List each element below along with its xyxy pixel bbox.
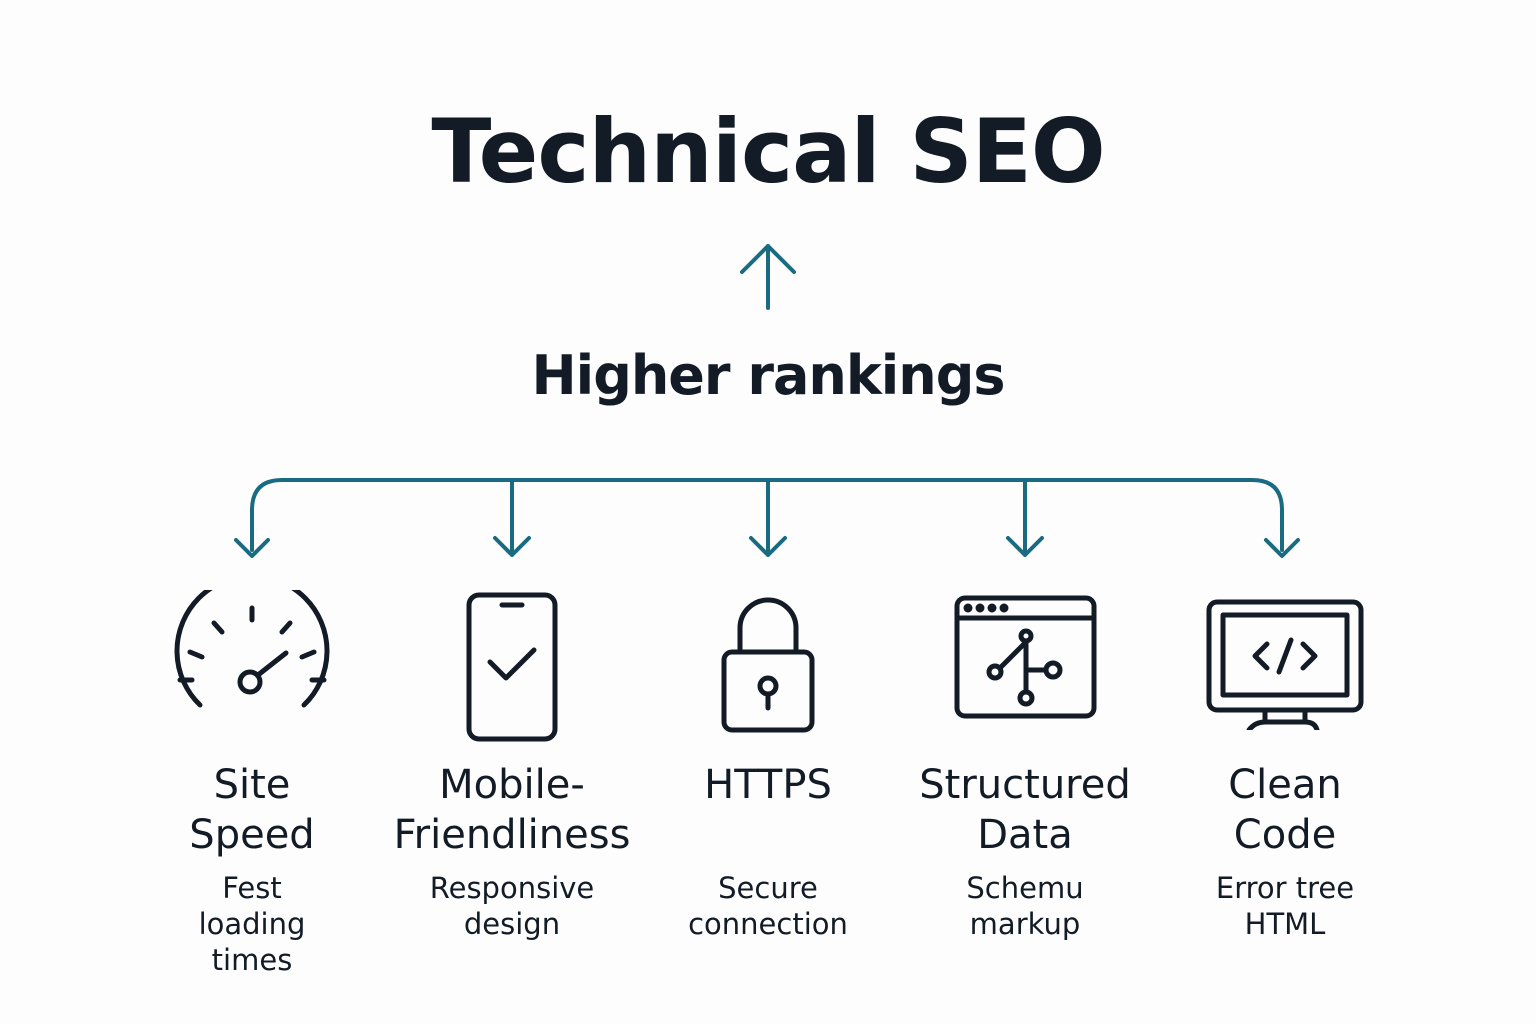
item-desc: Fest [222, 871, 282, 905]
monitor-code-icon [1145, 590, 1425, 750]
arrow-down-icon [493, 478, 531, 557]
arrow-down-icon [1006, 478, 1044, 557]
padlock-icon [628, 590, 908, 750]
item-desc: Responsive [429, 871, 595, 905]
page-title: Technical SEO [431, 100, 1105, 203]
item-desc: Error tree [1215, 871, 1355, 905]
item-title: Site [213, 762, 291, 808]
arrow-down-icon [749, 478, 787, 557]
smartphone-check-icon [372, 590, 652, 750]
item-title: HTTPS [704, 762, 832, 808]
arrow-down-icon [1264, 538, 1300, 558]
item-desc: markup [969, 907, 1081, 941]
item-title: Speed [189, 812, 315, 858]
speedometer-icon [112, 590, 392, 750]
item-desc: design [463, 907, 561, 941]
arrow-up-icon [740, 244, 796, 310]
item-title: Mobile- [439, 762, 585, 808]
arrow-down-icon [234, 538, 270, 558]
item-title: Friendliness [393, 812, 631, 858]
subtitle: Higher rankings [531, 344, 1005, 407]
item-desc: Schemu [966, 871, 1084, 905]
item-title: Data [977, 812, 1073, 858]
item-title: Code [1233, 812, 1337, 858]
item-desc: connection [688, 907, 848, 941]
item-desc: loading [198, 907, 306, 941]
item-title: Clean [1228, 762, 1342, 808]
item-title: Structured [919, 762, 1131, 808]
item-desc: times [211, 943, 293, 977]
browser-schema-icon [885, 590, 1165, 750]
item-desc: Secure [718, 871, 818, 905]
item-desc: HTML [1244, 907, 1326, 941]
